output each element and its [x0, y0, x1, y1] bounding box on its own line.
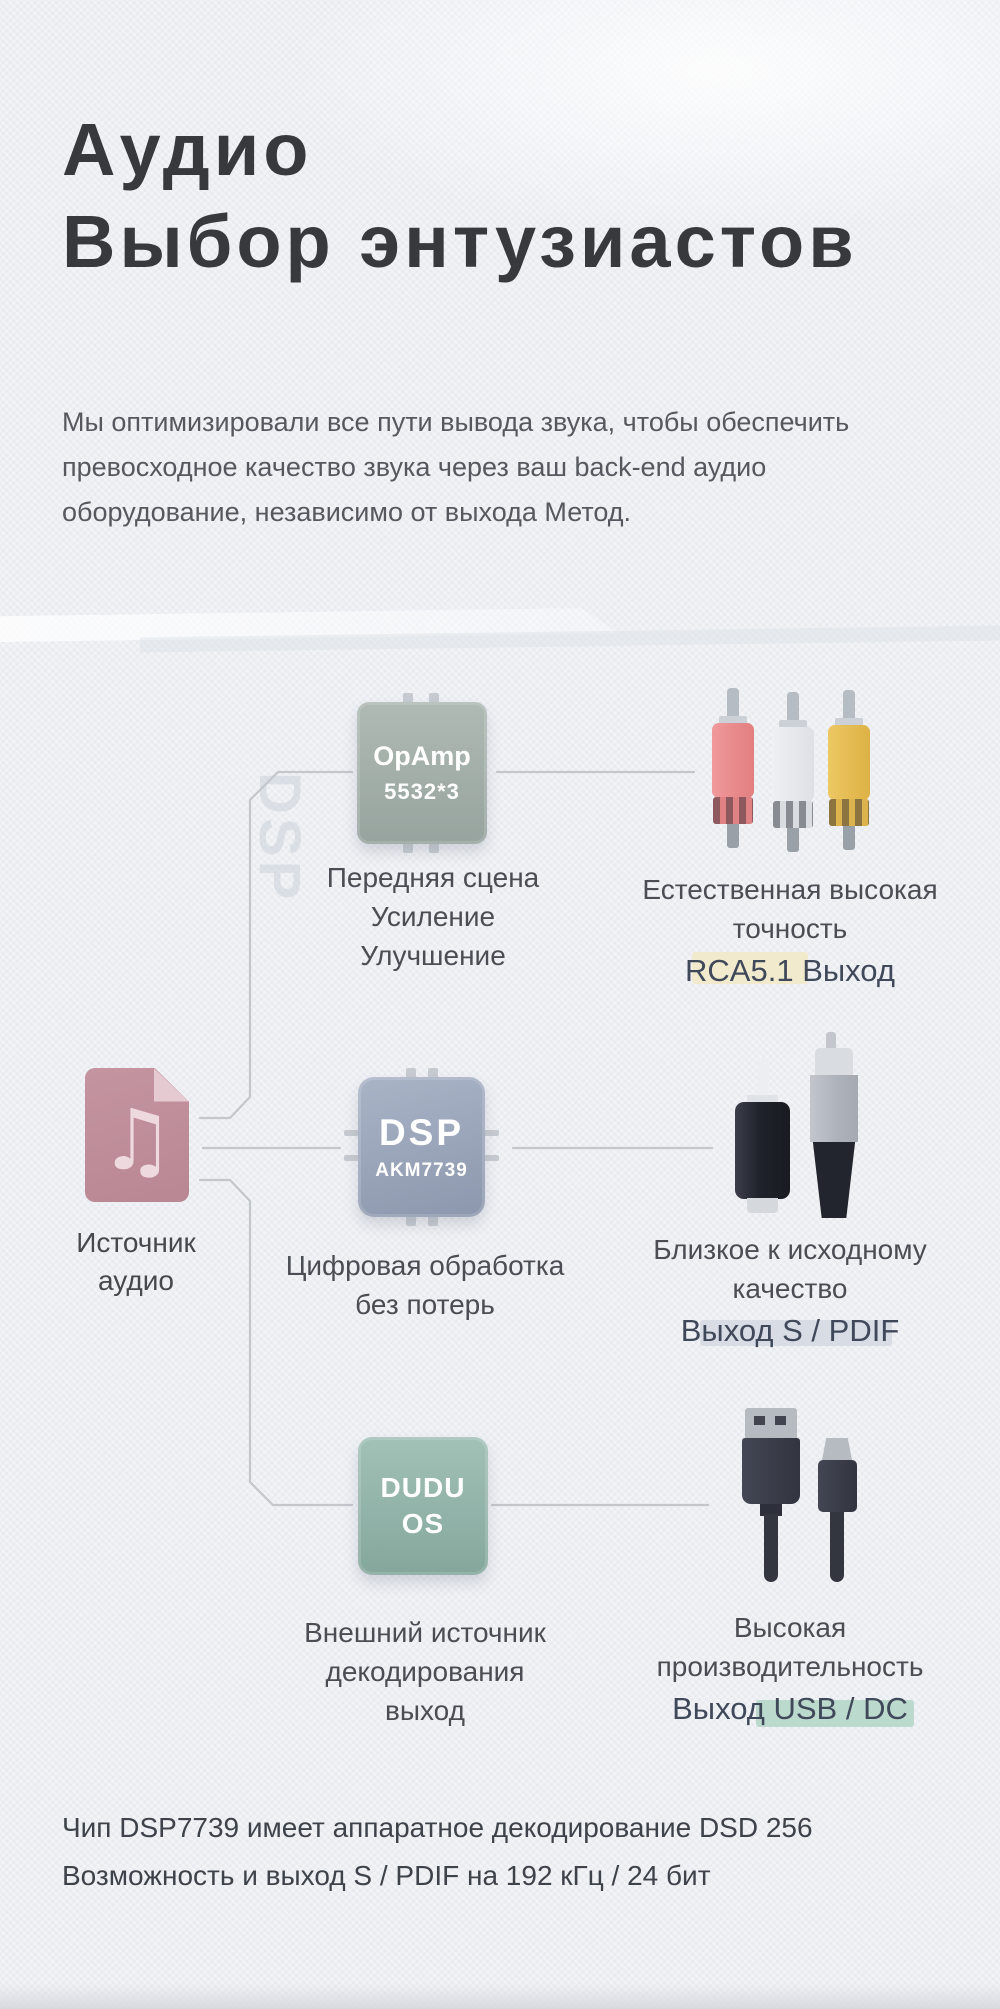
chip-dsp: DSP AKM7739 [358, 1077, 485, 1217]
row1-result-caption: Естественная высокая точность RCA5.1 Вых… [615, 870, 965, 992]
plug-ribs [829, 799, 869, 826]
usb-cables-icon [740, 1408, 860, 1584]
bottom-shade [0, 1983, 1000, 2009]
rca-highlight [692, 952, 808, 984]
row3-chip-caption: Внешний источник декодирования выход [250, 1613, 600, 1730]
row2-result-line-1: Близкое к исходному [653, 1234, 927, 1265]
plug-tip [787, 692, 799, 720]
plug-collar [835, 718, 863, 726]
row3-result-caption: Высокая производительность Выход USB / D… [615, 1608, 965, 1730]
usb-highlight [756, 1700, 914, 1727]
row2-caption-line-2: без потерь [355, 1289, 495, 1320]
row1-caption-line-2: Усиление [370, 901, 496, 932]
row1-chip-caption: Передняя сцена Усиление Улучшение [258, 858, 608, 975]
row2-output-label: Выход S / PDIF [680, 1313, 900, 1348]
usb-a-metal [745, 1408, 797, 1438]
intro-paragraph: Мы оптимизировали все пути вывода звука,… [62, 400, 849, 535]
plug-collar [719, 716, 747, 724]
spdif-plugs-icon [730, 1032, 860, 1220]
chip-dudu-name: DUDU [380, 1472, 466, 1503]
chip-pin [428, 1216, 438, 1226]
plug-body [828, 725, 870, 800]
title-line-2: Выбор энтузиастов [62, 200, 858, 283]
row3-caption-line-2: декодирования [325, 1656, 525, 1687]
plug-body [772, 727, 814, 802]
intro-line-1: Мы оптимизировали все пути вывода звука,… [62, 407, 850, 437]
intro-line-2: превосходное качество звука через ваш ba… [62, 452, 767, 482]
title-line-1: Аудио [62, 108, 313, 191]
source-label: Источник аудио [36, 1224, 236, 1300]
chip-pin [406, 1068, 416, 1078]
chip-dudu-os-label: OS [401, 1508, 445, 1539]
row1-output-label: RCA5.1 Выход [685, 953, 895, 988]
plug-ribs [713, 797, 753, 824]
row3-output-label: Выход USB / DC [672, 1691, 908, 1726]
plug-ribs [773, 801, 813, 828]
plug-tip [843, 690, 855, 718]
chip-dudu-os: DUDU OS [358, 1437, 488, 1575]
music-file-icon: ♫ [85, 1068, 189, 1202]
footer-line-2: Возможность и выход S / PDIF на 192 кГц … [62, 1860, 711, 1891]
spdif-highlight [700, 1320, 892, 1346]
chip-pin [484, 1155, 499, 1161]
footer-line-1: Чип DSP7739 имеет аппаратное декодирован… [62, 1812, 813, 1843]
chip-opamp-model: 5532*3 [384, 779, 460, 804]
plug-cable [843, 826, 855, 850]
row3-result-line-1: Высокая [733, 1612, 847, 1643]
optical-cap [815, 1048, 853, 1075]
row2-result-caption: Близкое к исходному качество Выход S / P… [615, 1230, 965, 1352]
plug-tip [727, 688, 739, 716]
row2-chip-caption: Цифровая обработка без потерь [250, 1246, 600, 1324]
plug-cable [787, 828, 799, 852]
chip-dsp-name: DSP [378, 1112, 465, 1153]
usb-a-neck [760, 1504, 782, 1516]
row3-caption-line-3: выход [385, 1695, 465, 1726]
chip-pin [484, 1130, 499, 1136]
source-label-line-1: Источник [76, 1227, 196, 1258]
row1-caption-line-3: Улучшение [360, 940, 506, 971]
row2-result-line-2: качество [732, 1273, 848, 1304]
chip-pin [403, 843, 413, 853]
usb-a-hole [775, 1416, 786, 1425]
chip-pin [428, 1068, 438, 1078]
chip-dsp-model: AKM7739 [375, 1160, 468, 1181]
chip-pin [403, 693, 413, 703]
micro-usb-body [818, 1460, 857, 1512]
plug-cable [727, 824, 739, 848]
rca-black-body [735, 1102, 790, 1199]
micro-usb-cable [830, 1512, 844, 1582]
chip-pin [344, 1130, 359, 1136]
chip-pin [429, 843, 439, 853]
row3-result-line-2: производительность [656, 1651, 924, 1682]
rca-trio-icon [712, 688, 872, 852]
rca-black-base [747, 1198, 778, 1213]
music-note-glyph: ♫ [99, 1091, 175, 1189]
row1-result-line-1: Естественная высокая [642, 874, 938, 905]
footer-note: Чип DSP7739 имеет аппаратное декодирован… [62, 1804, 813, 1900]
micro-usb-tip [822, 1438, 852, 1460]
intro-line-3: оборудование, независимо от выхода Метод… [62, 497, 632, 527]
row1-caption-line-1: Передняя сцена [326, 862, 540, 893]
usb-a-hole [754, 1416, 765, 1425]
optical-cone [812, 1142, 856, 1218]
row1-result-line-2: точность [732, 913, 848, 944]
chip-pin [429, 693, 439, 703]
usb-a-cable [764, 1514, 778, 1582]
row3-caption-line-1: Внешний источник [304, 1617, 546, 1648]
plug-collar [779, 720, 807, 728]
usb-a-body [742, 1438, 800, 1504]
chip-opamp-name: OpAmp [373, 741, 471, 771]
page-title: Аудио Выбор энтузиастов [62, 104, 858, 288]
plug-body [712, 723, 754, 798]
chip-pin [406, 1216, 416, 1226]
row2-caption-line-1: Цифровая обработка [285, 1250, 565, 1281]
chip-pin [344, 1155, 359, 1161]
optical-pin [826, 1032, 836, 1052]
rca-black-pin [757, 1058, 768, 1100]
rca-black-collar [747, 1095, 778, 1104]
optical-body [810, 1075, 858, 1142]
source-label-line-2: аудио [98, 1265, 174, 1296]
chip-opamp: OpAmp 5532*3 [357, 702, 487, 844]
